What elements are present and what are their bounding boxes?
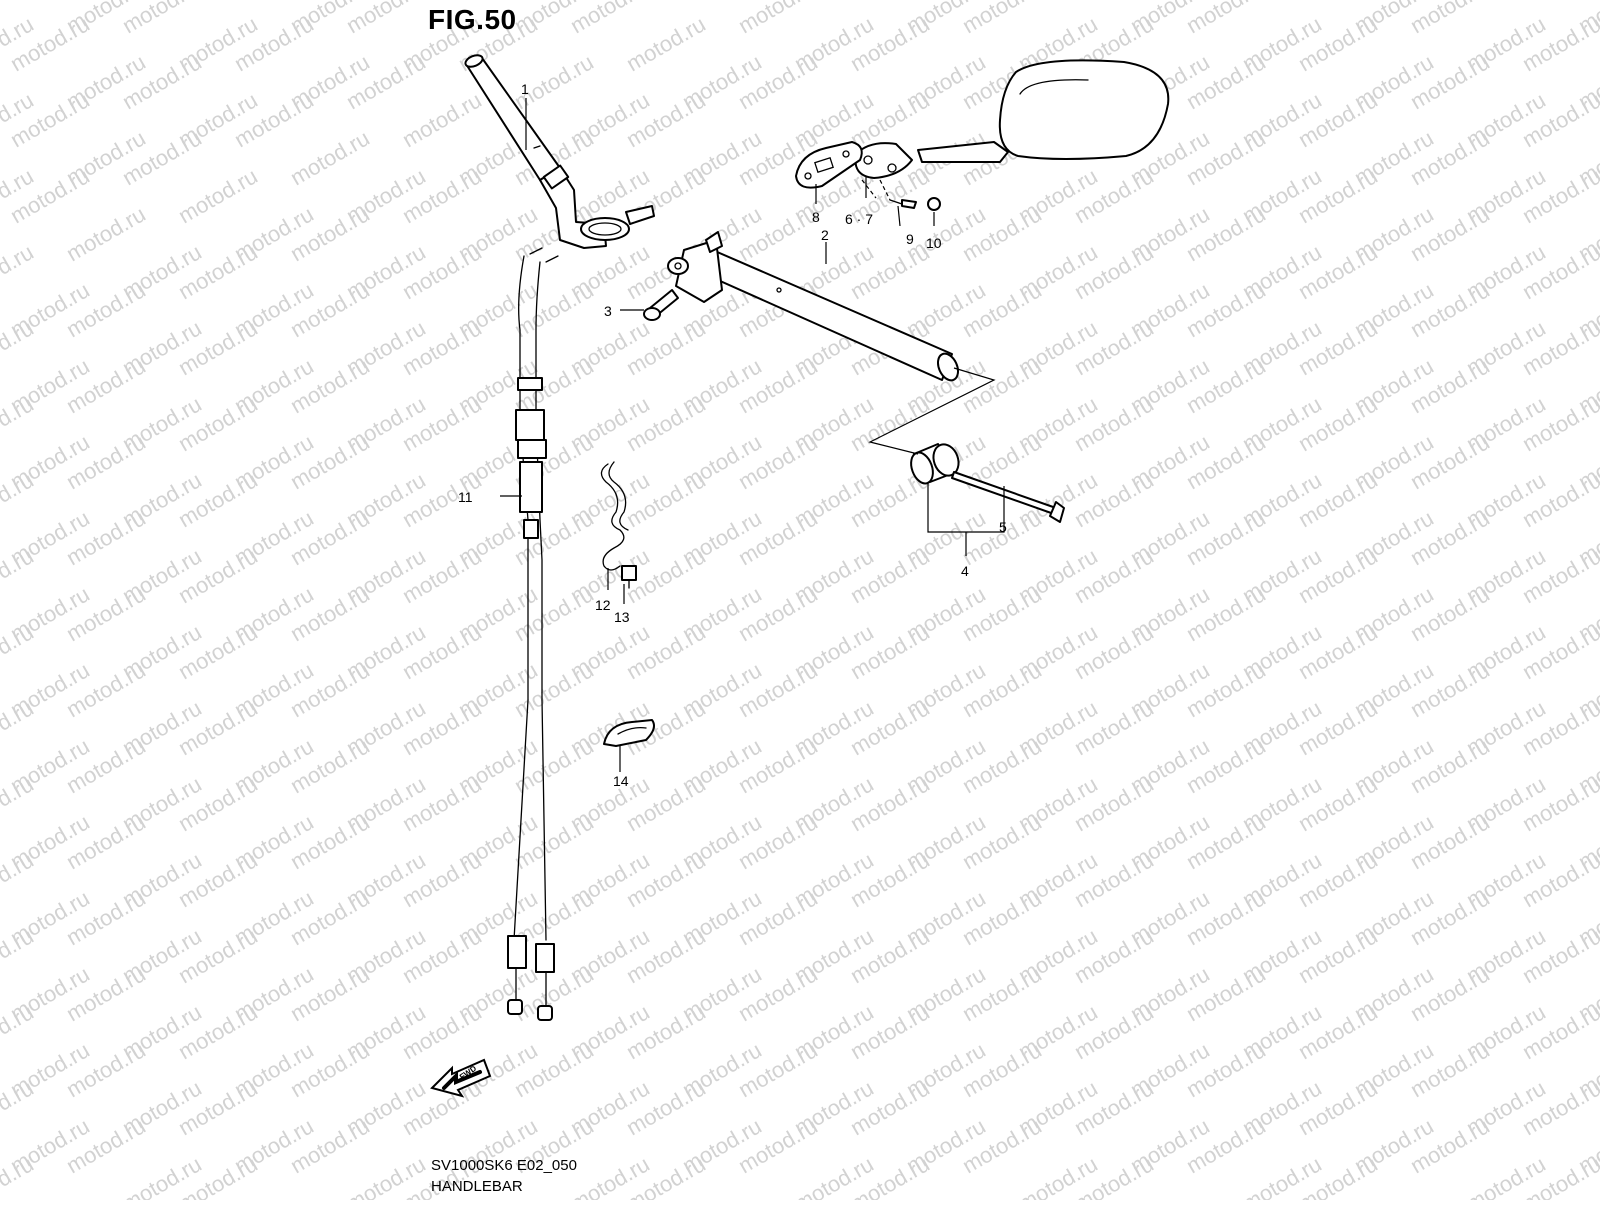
watermark-text: motod.ru <box>342 0 430 38</box>
callout-12: 12 <box>595 597 611 613</box>
watermark-text: motod.ru <box>734 0 822 38</box>
watermark-text: motod.ru <box>286 125 374 190</box>
watermark-text: motod.ru <box>174 163 262 228</box>
watermark-text: motod.ru <box>958 0 1046 38</box>
callout-13: 13 <box>614 609 630 625</box>
callout-14: 14 <box>613 773 629 789</box>
callout-6-7: 6 · 7 <box>845 211 873 227</box>
watermark-text: motod.ru <box>0 239 38 304</box>
callout-1: 1 <box>521 81 529 97</box>
watermark-text: motod.ru <box>622 11 710 76</box>
callout-9: 9 <box>906 231 914 247</box>
watermark-text: motod.ru <box>398 87 486 152</box>
callout-3: 3 <box>604 303 612 319</box>
diagram-code: SV1000SK6 E02_050 <box>431 1157 577 1174</box>
diagram-name: HANDLEBAR <box>431 1178 523 1195</box>
watermark-text: motod.ru <box>62 201 150 266</box>
watermark-text: motod.ru <box>1406 0 1494 38</box>
watermark-text: motod.ru <box>566 0 654 38</box>
callout-11: 11 <box>458 489 473 505</box>
callout-2: 2 <box>821 227 829 243</box>
watermark-text: motod.ru <box>118 0 206 38</box>
callout-10: 10 <box>926 235 942 251</box>
mirror-cap <box>928 198 940 210</box>
callout-5: 5 <box>999 519 1007 535</box>
figure-title: FIG.50 <box>428 4 517 36</box>
callout-4: 4 <box>961 563 969 579</box>
callout-8: 8 <box>812 209 820 225</box>
watermark-text: motod.ru <box>1182 0 1270 38</box>
